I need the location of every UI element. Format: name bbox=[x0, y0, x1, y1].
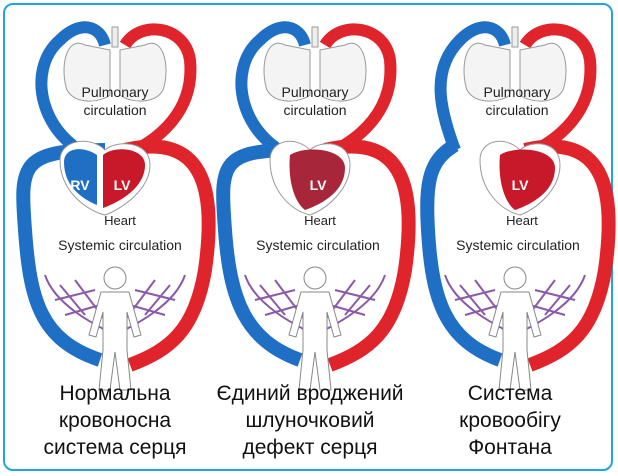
panel-normal: Pulmonary circulation RV LV Heart System… bbox=[23, 27, 208, 390]
lv-label: LV bbox=[114, 177, 132, 193]
caption-line: Фонтана bbox=[410, 434, 610, 461]
panel-fontan: Pulmonary circulation LV Heart Systemic … bbox=[427, 27, 609, 390]
caption-line: Нормальна bbox=[15, 380, 215, 407]
caption-fontan: Система кровообігу Фонтана bbox=[410, 380, 610, 461]
caption-line: шлуночковий bbox=[210, 407, 410, 434]
lv-label: LV bbox=[310, 177, 328, 193]
human-body-icon bbox=[489, 267, 541, 390]
caption-line: кровообігу bbox=[410, 407, 610, 434]
circulation-label: circulation bbox=[283, 102, 346, 118]
caption-normal: Нормальна кровоносна система серця bbox=[15, 380, 215, 461]
caption-line: дефект серця bbox=[210, 434, 410, 461]
heart-label: Heart bbox=[506, 213, 538, 228]
systemic-label: Systemic circulation bbox=[58, 237, 182, 253]
circulation-label: circulation bbox=[485, 102, 548, 118]
heart-label: Heart bbox=[104, 213, 136, 228]
caption-single-ventricle: Єдиний вроджений шлуночковий дефект серц… bbox=[210, 380, 410, 461]
heart-label: Heart bbox=[304, 213, 336, 228]
caption-line: Система bbox=[410, 380, 610, 407]
pulmonary-label: Pulmonary bbox=[282, 84, 349, 100]
circulation-label: circulation bbox=[83, 102, 146, 118]
panel-single-ventricle: Pulmonary circulation LV Heart Systemic … bbox=[223, 27, 409, 390]
human-body-icon bbox=[89, 267, 141, 390]
systemic-label: Systemic circulation bbox=[456, 237, 580, 253]
pulmonary-label: Pulmonary bbox=[484, 84, 551, 100]
caption-line: Єдиний вроджений bbox=[210, 380, 410, 407]
caption-line: система серця bbox=[15, 434, 215, 461]
caption-line: кровоносна bbox=[15, 407, 215, 434]
rv-label: RV bbox=[70, 177, 90, 193]
lv-label: LV bbox=[512, 177, 530, 193]
pulmonary-label: Pulmonary bbox=[82, 84, 149, 100]
human-body-icon bbox=[289, 267, 341, 390]
systemic-label: Systemic circulation bbox=[256, 237, 380, 253]
